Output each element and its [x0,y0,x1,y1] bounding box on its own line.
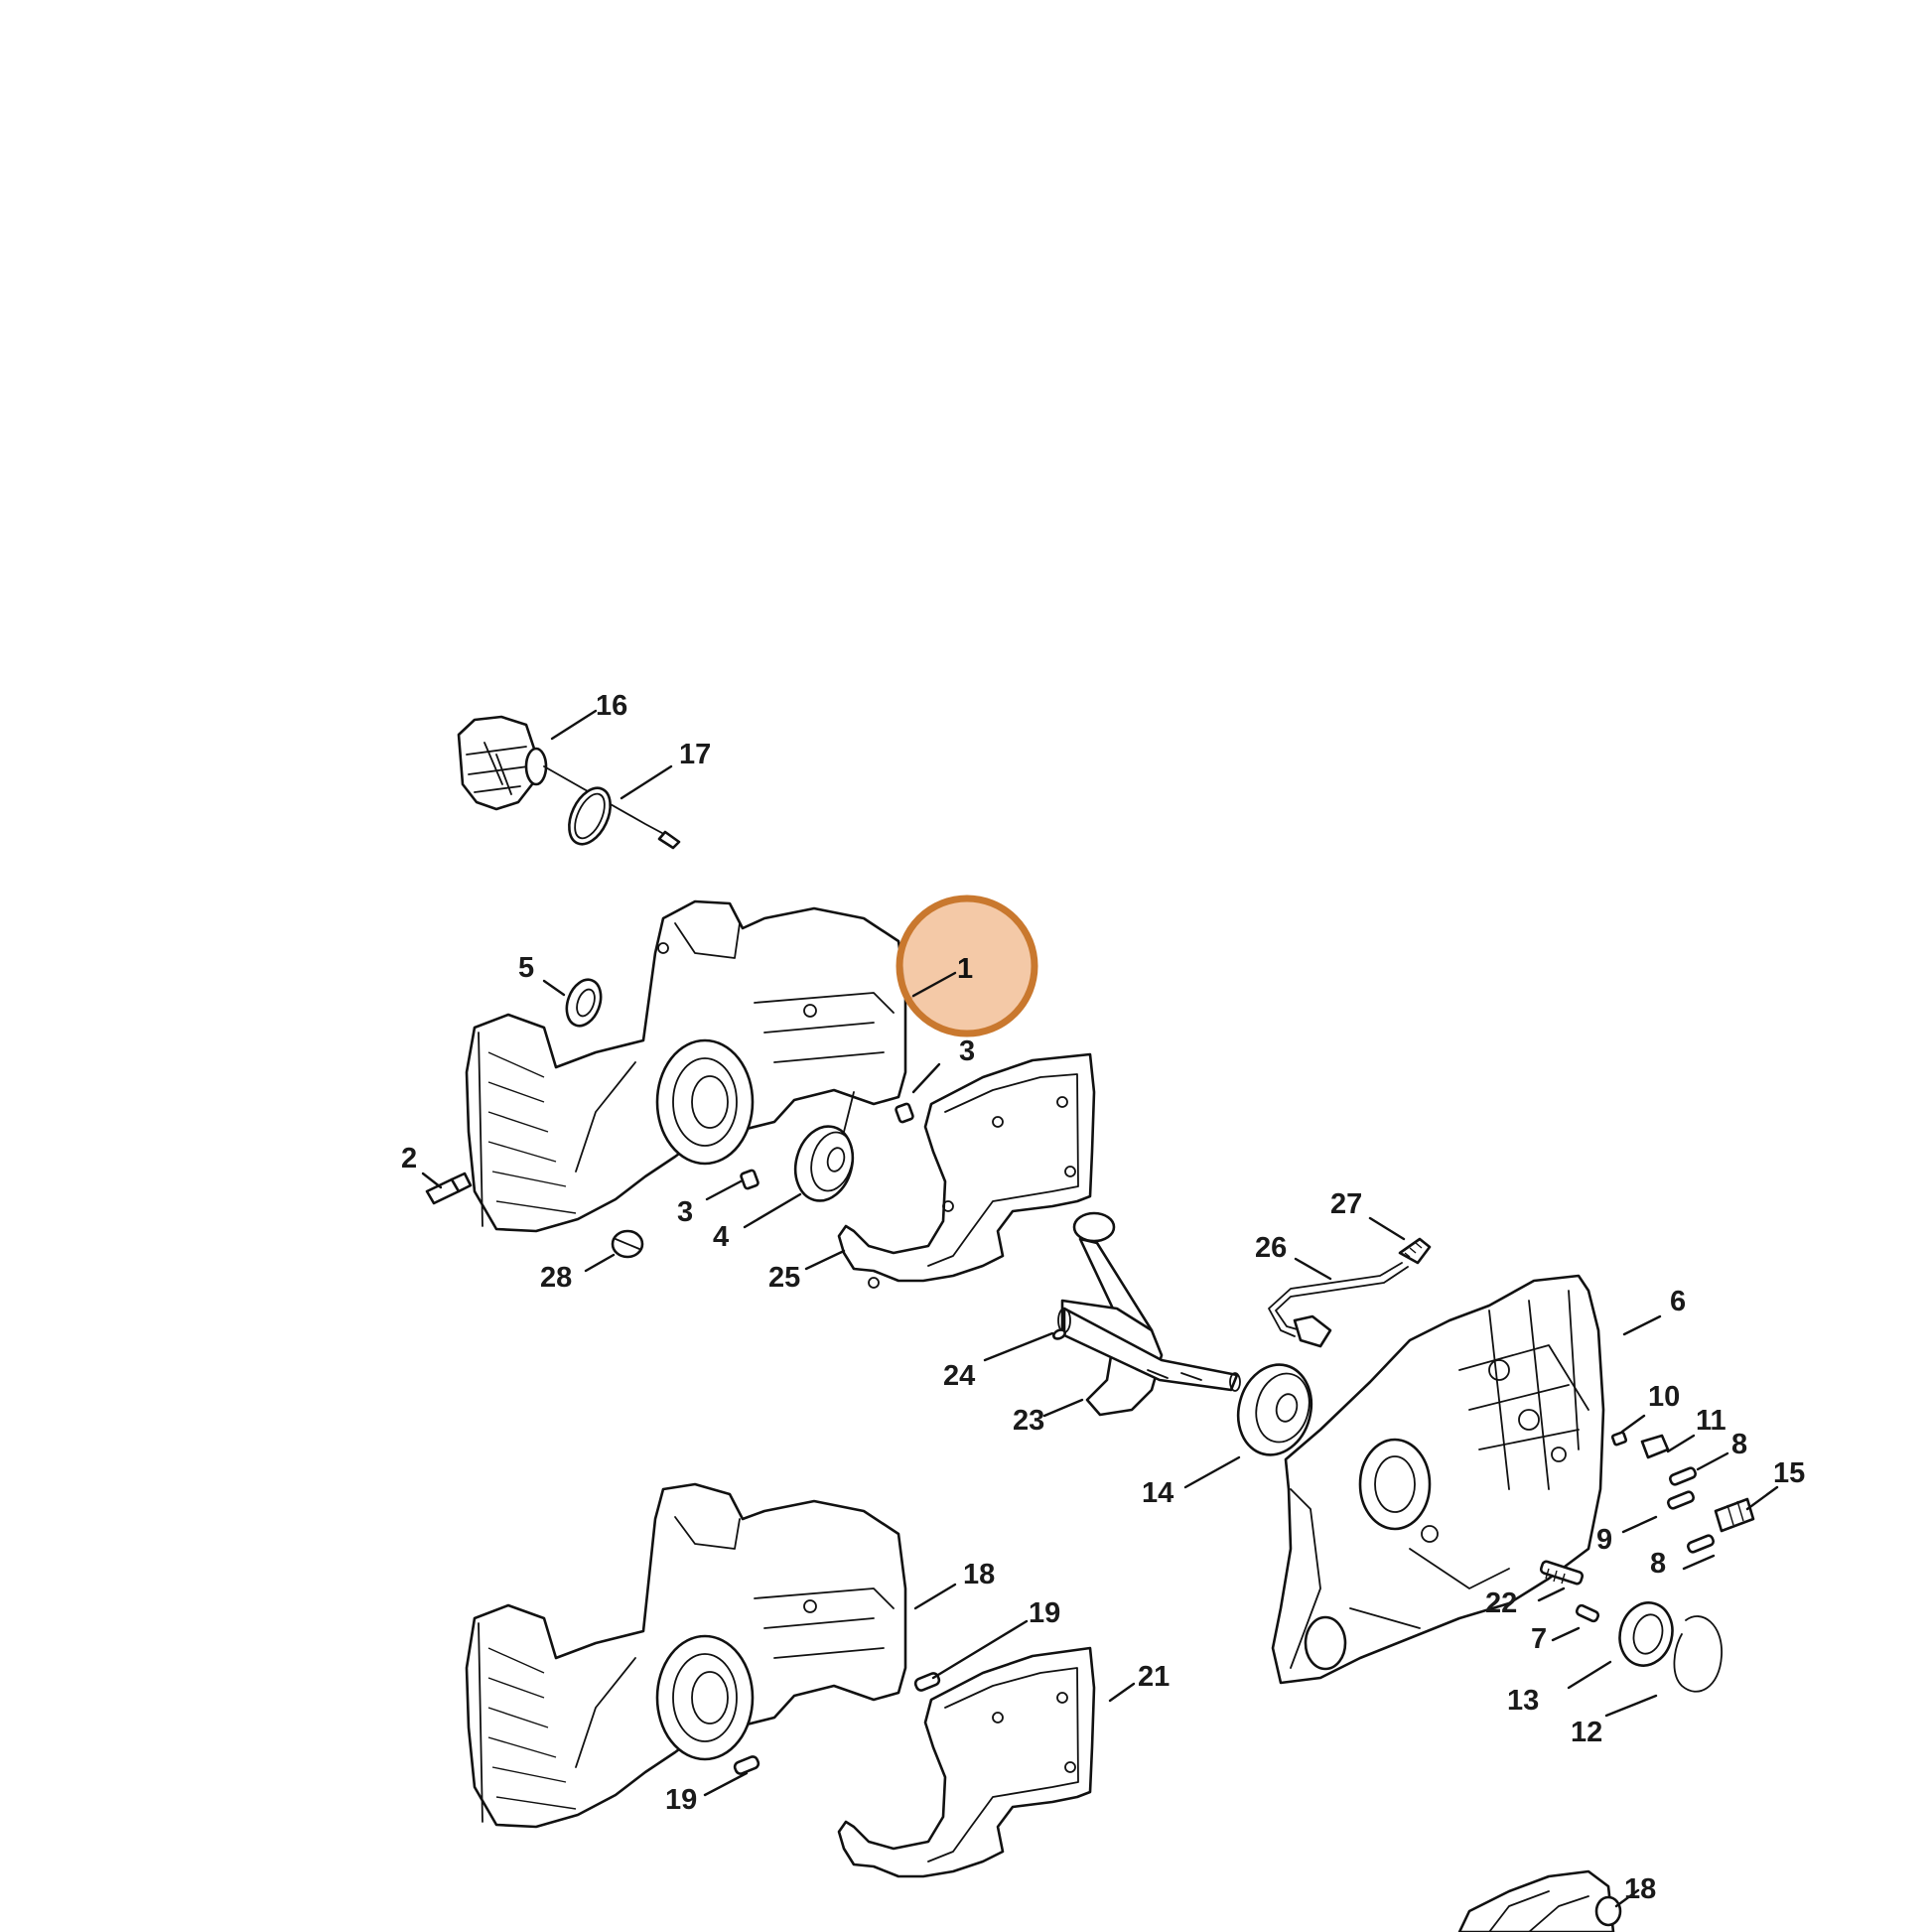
screw-part[interactable] [1666,1490,1696,1510]
screw-long-part[interactable] [1539,1560,1585,1586]
bolt-part[interactable] [1714,1497,1755,1533]
callout-26[interactable]: 26 [1255,1232,1287,1264]
ball-bearing-part[interactable] [787,1120,861,1207]
callout-12[interactable]: 12 [1571,1717,1602,1748]
gasket-part[interactable] [837,1052,1096,1289]
callout-8-upper[interactable]: 8 [1731,1429,1747,1460]
callout-16[interactable]: 16 [596,690,627,722]
plug-part[interactable] [611,1229,644,1259]
gasket-alt-part[interactable] [837,1646,1096,1878]
crankcase-right-part[interactable] [1271,1274,1605,1685]
nipple-part[interactable] [1610,1431,1628,1447]
valve-part[interactable] [1640,1434,1670,1459]
fitting-part[interactable] [1398,1237,1432,1265]
key-part[interactable] [1052,1328,1066,1340]
callout-labels: 1 2 3 3 4 5 6 7 8 8 9 10 11 12 13 14 15 … [401,690,1805,1905]
circlip-part[interactable] [1673,1615,1723,1693]
callout-3-upper[interactable]: 3 [959,1035,975,1067]
callout-17[interactable]: 17 [679,739,711,770]
callout-14[interactable]: 14 [1142,1477,1173,1509]
callout-4[interactable]: 4 [713,1221,729,1253]
callout-15[interactable]: 15 [1773,1457,1805,1489]
leader-1 [911,971,957,998]
callout-7[interactable]: 7 [1531,1623,1547,1655]
callout-25[interactable]: 25 [768,1262,800,1294]
main-bearing-part[interactable] [1228,1356,1320,1463]
callout-23[interactable]: 23 [1013,1405,1044,1437]
callout-6[interactable]: 6 [1670,1286,1686,1317]
pin-part-a[interactable] [1668,1466,1698,1486]
callout-21[interactable]: 21 [1138,1661,1170,1693]
shaft-seal-part[interactable] [1613,1596,1680,1671]
callout-10[interactable]: 10 [1648,1381,1680,1413]
callout-3-lower[interactable]: 3 [677,1196,693,1228]
callout-2[interactable]: 2 [401,1143,417,1174]
callout-5[interactable]: 5 [518,952,534,984]
sleeve-part-b[interactable] [740,1169,759,1190]
callout-9[interactable]: 9 [1596,1524,1612,1556]
sleeve-part-a[interactable] [895,1102,914,1124]
sleeve-part-e[interactable] [733,1755,760,1775]
callout-18-bottom[interactable]: 18 [1624,1873,1656,1905]
callout-22[interactable]: 22 [1485,1587,1517,1619]
callout-13[interactable]: 13 [1507,1685,1539,1717]
callout-8-lower[interactable]: 8 [1650,1548,1666,1580]
highlight-ring[interactable] [896,895,1038,1037]
stud-part[interactable] [425,1172,473,1205]
callout-19-lower[interactable]: 19 [665,1784,697,1816]
o-ring-part[interactable] [561,781,619,851]
crankcase-half-alt-part[interactable] [465,1482,907,1829]
sleeve-part-c[interactable] [1575,1603,1600,1623]
pin-part-b[interactable] [1686,1534,1716,1554]
callout-24[interactable]: 24 [943,1360,975,1392]
callout-27[interactable]: 27 [1330,1188,1362,1220]
oil-seal-part[interactable] [561,975,607,1031]
callout-1[interactable]: 1 [957,953,973,985]
oil-hose-part[interactable] [1268,1262,1409,1348]
callout-28[interactable]: 28 [540,1262,572,1294]
callout-11[interactable]: 11 [1696,1405,1726,1437]
leader-lines [421,709,1779,1908]
crankcase-half-part[interactable] [465,899,907,1233]
oil-pump-part[interactable] [457,715,681,850]
callout-18[interactable]: 18 [963,1559,995,1590]
crankshaft-part[interactable] [1057,1211,1241,1417]
callout-19-upper[interactable]: 19 [1029,1597,1060,1629]
crankcase-fragment-part[interactable] [1457,1869,1622,1932]
